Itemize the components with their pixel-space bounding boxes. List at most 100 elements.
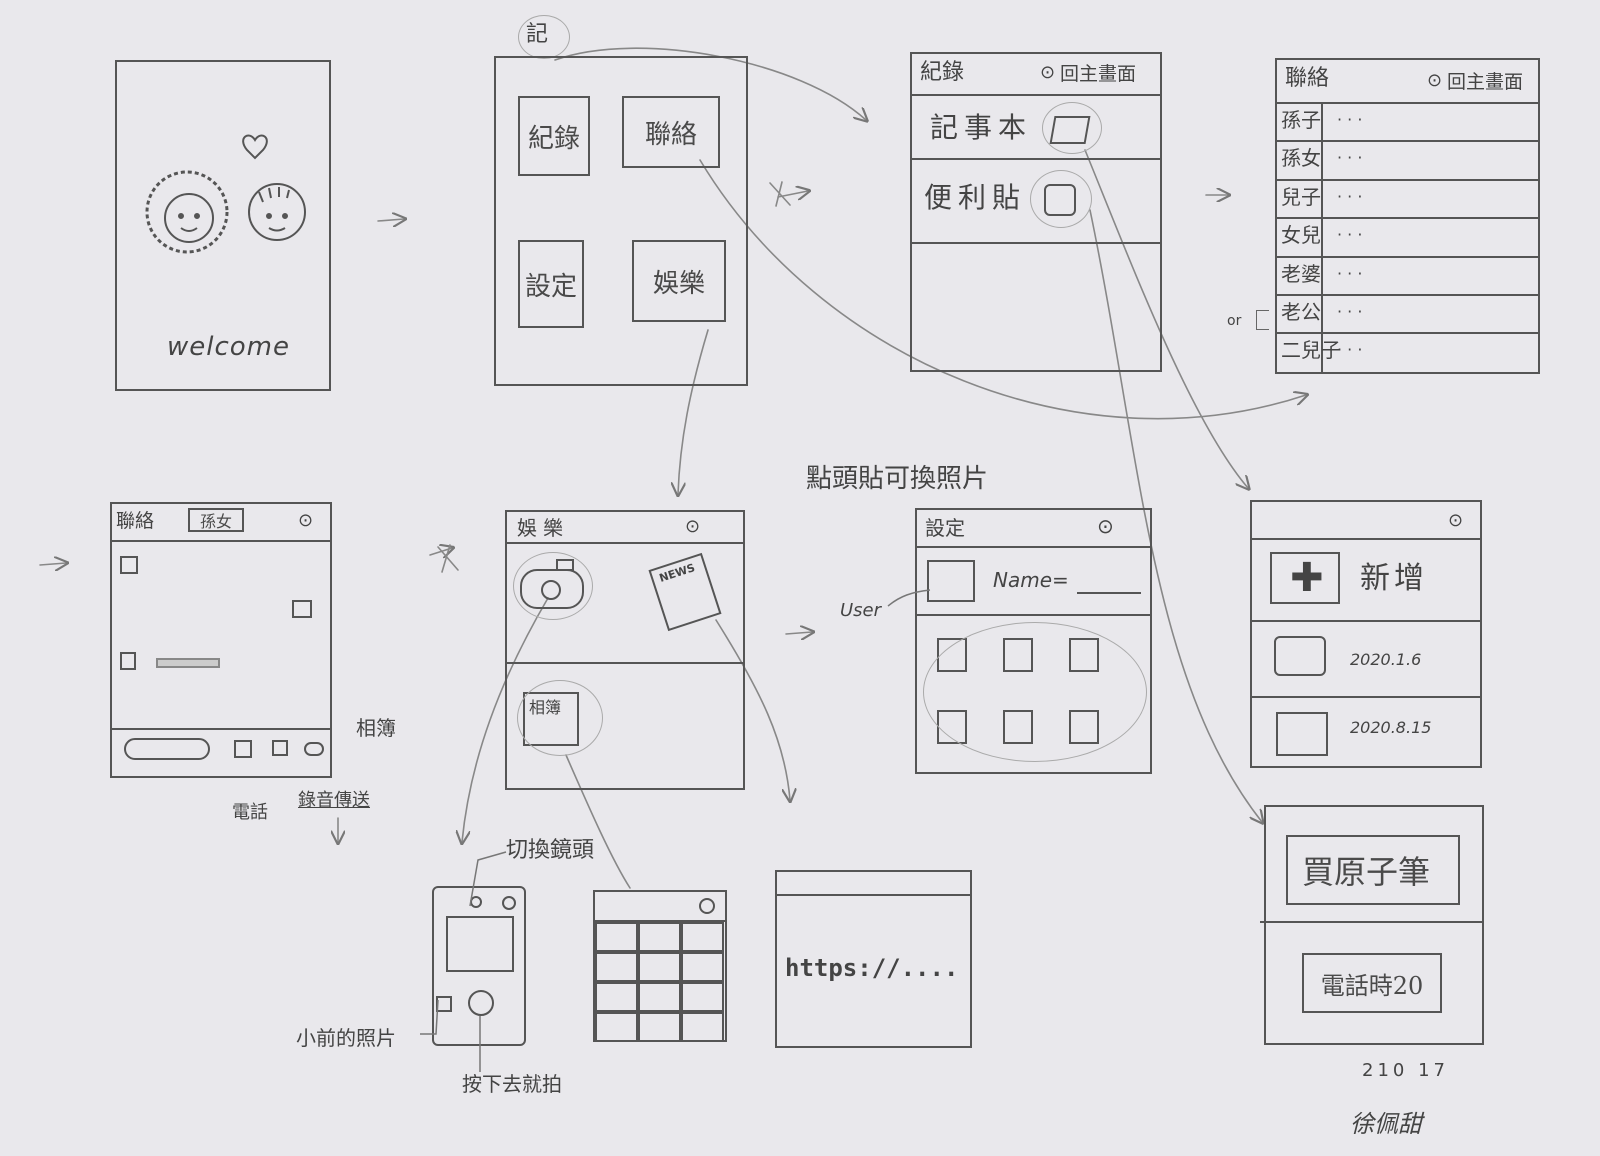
album-photo-cell[interactable] bbox=[638, 982, 681, 1012]
camera-icon-ring bbox=[513, 552, 593, 620]
camera-viewfinder bbox=[446, 916, 514, 972]
settings-home-icon[interactable]: ⊙ bbox=[1097, 514, 1114, 538]
contact-dots: · · · bbox=[1337, 148, 1363, 168]
contacts-title: 聯絡 bbox=[1285, 66, 1330, 91]
notebook-header-divider bbox=[1252, 538, 1480, 540]
plus-icon: ✚ bbox=[1290, 555, 1324, 601]
user-avatar[interactable] bbox=[927, 560, 975, 602]
note-date-1[interactable]: 2020.1.6 bbox=[1350, 650, 1422, 669]
contact-row-divider bbox=[1277, 294, 1538, 296]
purchase-item-card[interactable]: 買原子筆 bbox=[1286, 835, 1460, 905]
records-item-notebook[interactable]: 記事本 bbox=[930, 111, 1033, 144]
note-date-2[interactable]: 2020.8.15 bbox=[1350, 718, 1432, 737]
album-button[interactable] bbox=[304, 742, 324, 756]
curve-menu-to-ent bbox=[678, 329, 709, 494]
camera-screen bbox=[432, 886, 526, 1046]
album-photo-cell[interactable] bbox=[595, 922, 638, 952]
contact-name[interactable]: 二兒子 bbox=[1281, 338, 1341, 363]
note-thumb-2[interactable] bbox=[1276, 712, 1328, 756]
contact-dots: · · · bbox=[1337, 340, 1363, 360]
settings-name-field[interactable] bbox=[1077, 592, 1141, 594]
voice-record-button[interactable] bbox=[272, 740, 288, 756]
sticky-detail-screen: 買原子筆 電話時20 bbox=[1260, 805, 1484, 1045]
album-photo-cell[interactable] bbox=[681, 952, 724, 982]
records-screen: 紀錄 ⊙ 回主畫面 記事本 便利貼 bbox=[910, 52, 1162, 372]
chat-album-note: 相簿 bbox=[356, 716, 396, 740]
album-photo-cell[interactable] bbox=[595, 952, 638, 982]
contact-name[interactable]: 女兒 bbox=[1281, 223, 1321, 248]
chat-contact-tag-label: 孫女 bbox=[199, 512, 232, 531]
album-photo-cell[interactable] bbox=[595, 1012, 638, 1042]
menu-button-settings-label: 設定 bbox=[524, 271, 577, 302]
album-home-icon[interactable] bbox=[699, 898, 715, 914]
chat-message-bar bbox=[156, 658, 220, 668]
settings-screen: 設定 ⊙ Name= bbox=[915, 508, 1152, 774]
contacts-home-link[interactable]: 回主畫面 bbox=[1447, 71, 1524, 93]
arrow-entry-chat bbox=[39, 563, 66, 565]
reminder-text: 電話時20 bbox=[1320, 971, 1424, 1000]
contact-name[interactable]: 老婆 bbox=[1281, 261, 1321, 286]
curve-album-down bbox=[565, 754, 631, 889]
curve-news-down bbox=[715, 619, 790, 800]
album-photo-cell[interactable] bbox=[638, 1012, 681, 1042]
add-note-button[interactable]: ✚ bbox=[1270, 552, 1340, 604]
album-photo-cell[interactable] bbox=[595, 982, 638, 1012]
chat-title: 聯絡 bbox=[116, 510, 155, 532]
browser-screen: https://.... bbox=[775, 870, 972, 1048]
notebook-row-divider bbox=[1252, 696, 1480, 698]
or-mark: or bbox=[1227, 313, 1242, 329]
phone-button[interactable] bbox=[234, 740, 252, 758]
chat-input-divider bbox=[112, 728, 330, 730]
cross-mark-1 bbox=[769, 181, 791, 207]
contact-row-divider bbox=[1277, 217, 1538, 220]
chat-message-input[interactable] bbox=[124, 738, 210, 760]
menu-button-settings[interactable]: 設定 bbox=[518, 240, 584, 328]
main-menu-screen: 紀錄 聯絡 設定 娛樂 bbox=[494, 56, 748, 386]
contact-row-divider bbox=[1277, 332, 1538, 335]
contacts-name-column-divider bbox=[1321, 102, 1323, 372]
records-item-sticky[interactable]: 便利貼 bbox=[924, 181, 1027, 214]
or-bracket bbox=[1256, 310, 1269, 330]
contact-name[interactable]: 孫子 bbox=[1281, 108, 1321, 132]
chat-screen: 聯絡 孫女 ⊙ bbox=[110, 502, 332, 778]
note-thumb-1[interactable] bbox=[1274, 636, 1326, 676]
contact-dots: · · · bbox=[1337, 225, 1363, 245]
last-photo-thumb[interactable] bbox=[436, 996, 452, 1012]
records-header-divider bbox=[912, 94, 1160, 96]
chat-home-icon[interactable]: ⊙ bbox=[298, 510, 314, 531]
album-photo-cell[interactable] bbox=[638, 952, 681, 982]
menu-button-contacts[interactable]: 聯絡 bbox=[622, 96, 720, 168]
add-note-label[interactable]: 新增 bbox=[1360, 561, 1428, 596]
contact-row-divider bbox=[1277, 102, 1538, 104]
contact-name[interactable]: 兒子 bbox=[1281, 184, 1321, 209]
reminder-card[interactable]: 電話時20 bbox=[1302, 953, 1442, 1013]
settings-grid-ring bbox=[923, 622, 1147, 762]
album-photo-cell[interactable] bbox=[681, 1012, 724, 1042]
browser-url[interactable]: https://.... bbox=[785, 954, 959, 982]
cross-mark-2 bbox=[437, 544, 459, 573]
album-photo-cell[interactable] bbox=[681, 922, 724, 952]
menu-button-records[interactable]: 紀錄 bbox=[518, 96, 590, 176]
contact-row-divider bbox=[1277, 255, 1538, 258]
camera-home-icon[interactable] bbox=[502, 896, 516, 910]
notebook-add-divider bbox=[1252, 620, 1480, 622]
contacts-home-icon[interactable]: ⊙ bbox=[1427, 70, 1443, 91]
menu-button-entertainment[interactable]: 娛樂 bbox=[632, 240, 726, 322]
menu-record-label: 記 bbox=[526, 22, 549, 47]
heart-icon bbox=[242, 134, 268, 160]
contact-name[interactable]: 孫女 bbox=[1281, 146, 1321, 171]
contact-name[interactable]: 老公 bbox=[1281, 300, 1321, 324]
arrow-ent-to-settings bbox=[785, 632, 812, 634]
entertainment-home-icon[interactable]: ⊙ bbox=[685, 516, 701, 537]
notebook-home-icon[interactable]: ⊙ bbox=[1448, 510, 1464, 531]
chat-bubble-left-2 bbox=[120, 652, 136, 670]
records-home-link[interactable]: 回主畫面 bbox=[1060, 63, 1137, 85]
shutter-button[interactable] bbox=[468, 990, 494, 1016]
home-icon[interactable]: ⊙ bbox=[1040, 62, 1056, 83]
album-photo-cell[interactable] bbox=[638, 922, 681, 952]
album-photo-cell[interactable] bbox=[681, 982, 724, 1012]
menu-button-entertainment-label: 娛樂 bbox=[652, 268, 705, 299]
entertainment-screen: 娛樂 ⊙ NEWS 相簿 bbox=[505, 510, 745, 790]
sticky-detail-divider bbox=[1260, 921, 1482, 923]
